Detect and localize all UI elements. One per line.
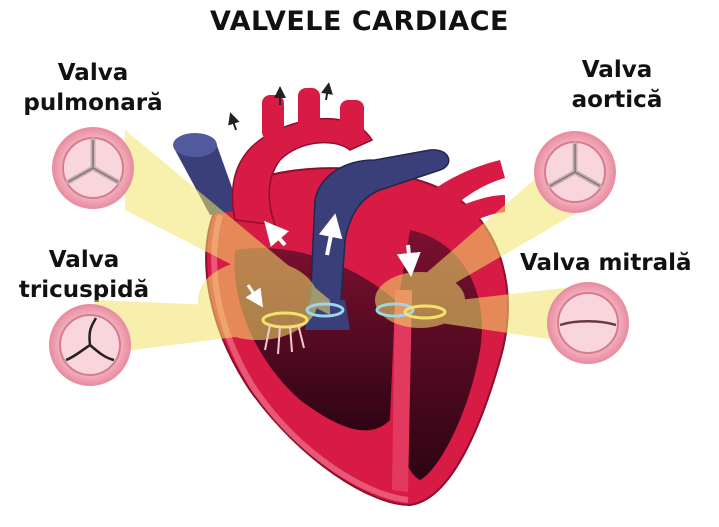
mitral-valve-icon [548, 283, 628, 363]
tricuspid-valve-icon [50, 305, 130, 385]
pulmonary-valve-icon [53, 128, 133, 208]
aortic-valve-icon [535, 132, 615, 212]
